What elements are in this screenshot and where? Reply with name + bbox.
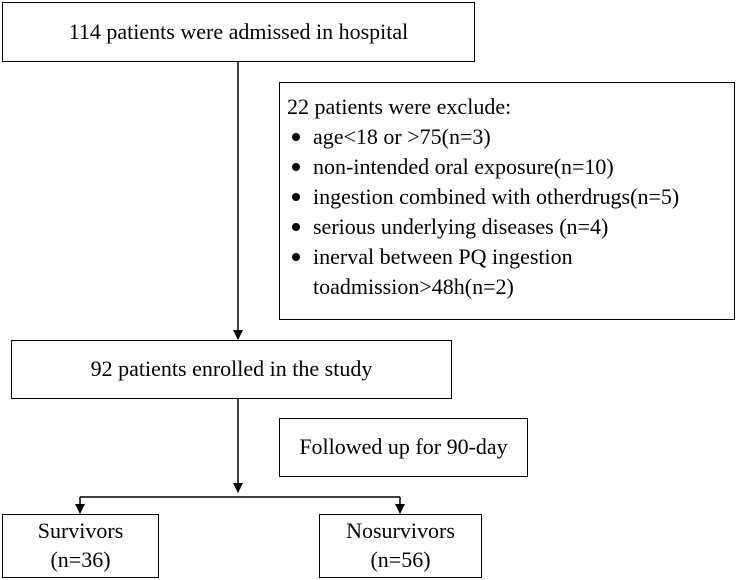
followup-box: Followed up for 90-day	[279, 418, 528, 477]
admitted-box: 114 patients were admissed in hospital	[2, 2, 475, 62]
enrolled-box: 92 patients enrolled in the study	[11, 340, 452, 399]
admitted-label: 114 patients were admissed in hospital	[68, 18, 409, 44]
exclusion-item-diseases: serious underlying diseases (n=4)	[287, 212, 734, 242]
exclusion-title: 22 patients were exclude:	[287, 94, 512, 119]
exclusion-item-drugs: ingestion combined with otherdrugs(n=5)	[287, 182, 734, 212]
exclusion-item-interval-line2: toadmission>48h(n=2)	[313, 274, 514, 299]
exclusion-item-age: age<18 or >75(n=3)	[287, 122, 734, 152]
survivors-count: (n=36)	[50, 547, 111, 572]
exclusion-box: 22 patients were exclude: age<18 or >75(…	[279, 82, 735, 320]
exclusion-list: age<18 or >75(n=3) non-intended oral exp…	[287, 122, 734, 302]
followup-label: Followed up for 90-day	[299, 434, 508, 460]
exclusion-item-exposure: non-intended oral exposure(n=10)	[287, 152, 734, 182]
exclusion-item-interval: inerval between PQ ingestion toadmission…	[287, 242, 734, 302]
survivors-box: Survivors (n=36)	[2, 514, 159, 578]
nonsurvivors-label: Nosurvivors	[346, 518, 455, 544]
exclusion-item-interval-line1: inerval between PQ ingestion	[313, 244, 573, 269]
nonsurvivors-box: Nosurvivors (n=56)	[319, 514, 482, 578]
enrolled-label: 92 patients enrolled in the study	[90, 356, 373, 382]
survivors-label: Survivors	[37, 518, 124, 544]
nonsurvivors-count: (n=56)	[370, 547, 431, 572]
